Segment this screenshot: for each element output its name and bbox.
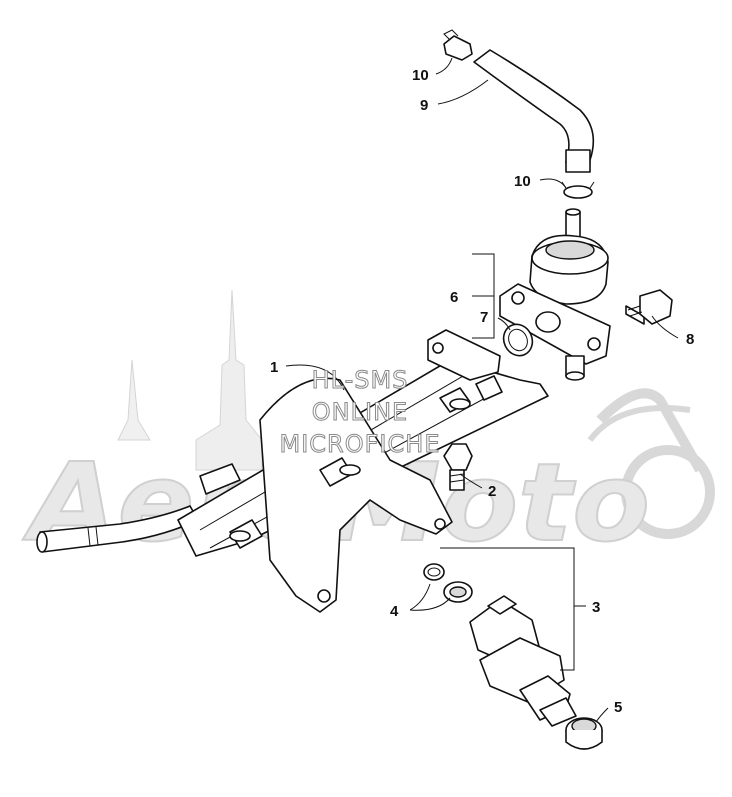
o-ring-regulator	[502, 323, 534, 357]
watermark-line-2: ONLINE	[312, 398, 408, 426]
callout-7: 7	[480, 309, 488, 326]
fuel-injector	[469, 595, 577, 727]
rail-bolt	[443, 443, 473, 491]
watermark-line-3: MICROFICHE	[280, 430, 441, 458]
watermark-line-1: HL-SMS	[312, 366, 409, 394]
small-spire-silhouette	[117, 359, 151, 441]
callout-9: 9	[420, 97, 428, 114]
callout-10-top: 10	[412, 67, 429, 84]
watermark-text: HL-SMS ONLINE MICROFICHE	[279, 366, 441, 459]
callout-8: 8	[686, 331, 694, 348]
callout-3: 3	[592, 599, 600, 616]
hose-clamp-bottom	[561, 181, 595, 199]
vacuum-hose	[473, 49, 595, 173]
callout-1: 1	[270, 359, 278, 376]
callout-10-bottom: 10	[514, 173, 531, 190]
fuel-rail	[36, 329, 549, 613]
callout-labels: 1 2 3 4 5 6 7 8 9 10 10	[270, 67, 694, 716]
injector-seal	[565, 717, 603, 750]
regulator-bolt	[625, 289, 673, 325]
callout-5: 5	[614, 699, 622, 716]
leader-lines	[285, 57, 679, 723]
callout-2: 2	[488, 483, 496, 500]
hose-clamp-top	[443, 29, 473, 61]
injector-o-rings	[423, 563, 473, 603]
pressure-regulator	[529, 208, 609, 305]
callout-4: 4	[390, 603, 399, 620]
callout-6: 6	[450, 289, 458, 306]
motorcycle-silhouette	[587, 388, 715, 539]
regulator-flange	[499, 283, 611, 381]
